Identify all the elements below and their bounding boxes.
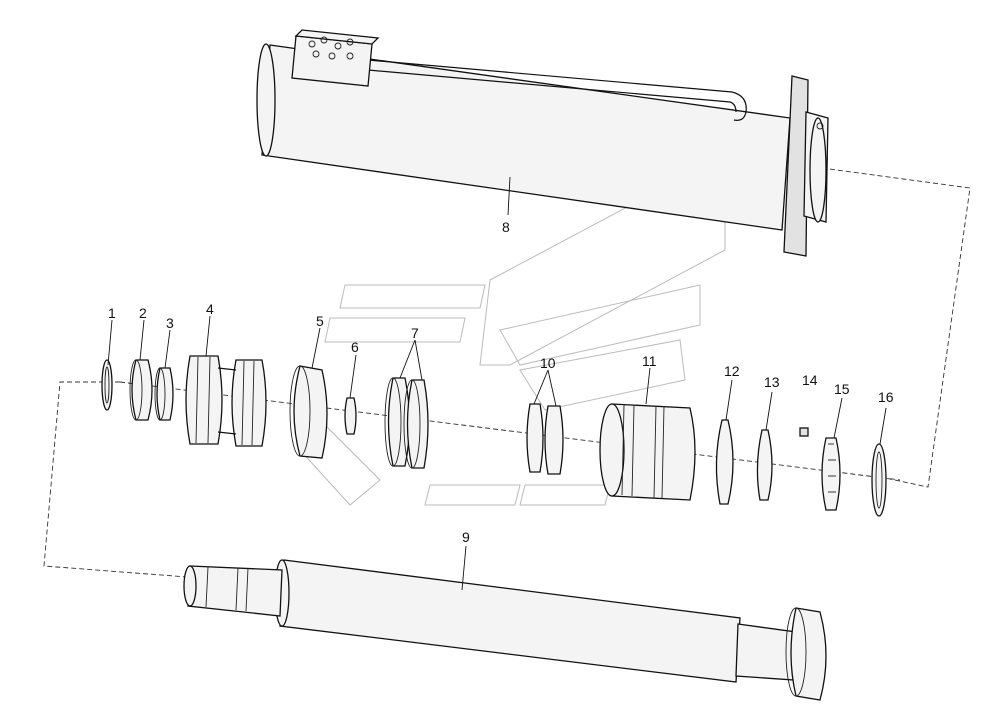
- callout-13: 13: [764, 374, 780, 390]
- part-16-snap-ring: [871, 443, 887, 517]
- part-12-wear-ring: [715, 419, 734, 505]
- callout-4: 4: [206, 301, 214, 317]
- callout-6: 6: [351, 339, 359, 355]
- callout-5: 5: [316, 313, 324, 329]
- part-15-nut: [821, 437, 841, 511]
- watermark-logo: [299, 154, 726, 506]
- callout-1: 1: [108, 305, 116, 321]
- callout-14: 14: [802, 372, 818, 388]
- part-8-cylinder-barrel: [256, 29, 829, 257]
- part-9-piston-rod: [183, 559, 827, 701]
- part-10-rings: [526, 403, 564, 475]
- leader-lines: [107, 176, 887, 591]
- part-13-seal: [756, 429, 773, 501]
- callout-10: 10: [540, 355, 556, 371]
- callout-12: 12: [724, 363, 740, 379]
- callout-9: 9: [462, 529, 470, 545]
- part-6-ring: [344, 397, 357, 435]
- callout-3: 3: [166, 315, 174, 331]
- callout-15: 15: [834, 381, 850, 397]
- callout-11: 11: [642, 353, 657, 369]
- part-1-snap-ring: [101, 359, 113, 411]
- part-11-piston: [599, 403, 696, 501]
- part-2-ring: [129, 359, 153, 421]
- callout-8: 8: [502, 219, 510, 235]
- part-7-seals: [384, 377, 429, 469]
- part-5-sleeve: [289, 365, 328, 459]
- callout-labels: 1 2 3 4 5 6 7 8 9 10 11 12 13 14 15 16: [108, 219, 894, 545]
- callout-7: 7: [411, 325, 419, 341]
- part-3-seal: [154, 367, 174, 421]
- callout-16: 16: [878, 389, 894, 405]
- part-4-gland: [185, 355, 267, 447]
- callout-2: 2: [139, 305, 147, 321]
- part-14-ball: [799, 427, 809, 437]
